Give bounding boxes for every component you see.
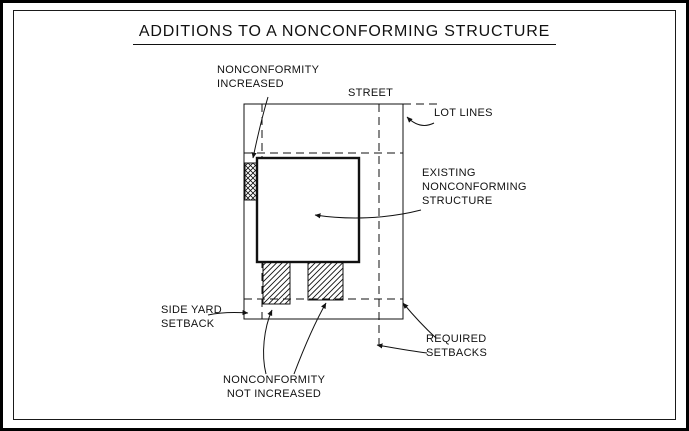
arrow-required-setbacks-lower bbox=[376, 343, 428, 354]
label-lot-lines: LOT LINES bbox=[434, 107, 493, 119]
existing-structure-shape bbox=[255, 156, 361, 264]
addition-increased-shape bbox=[244, 162, 258, 201]
arrow-existing-structure bbox=[314, 209, 422, 219]
arrow-required-setbacks-upper bbox=[402, 302, 437, 339]
addition-not-increased-left-shape bbox=[262, 261, 291, 305]
label-nonconformity-increased: NONCONFORMITY INCREASED bbox=[217, 64, 320, 90]
addition-not-increased-right-shape bbox=[307, 261, 344, 301]
label-existing-structure: EXISTING NONCONFORMING STRUCTURE bbox=[422, 167, 527, 207]
label-street: STREET bbox=[348, 87, 394, 99]
diagram-title: ADDITIONS TO A NONCONFORMING STRUCTURE bbox=[132, 23, 557, 45]
label-nonconformity-not-increased: NONCONFORMITY NOT INCREASED bbox=[223, 374, 326, 400]
arrow-not-increased-right bbox=[293, 302, 327, 375]
arrow-side-yard-setback bbox=[207, 310, 249, 316]
inner-border bbox=[13, 10, 676, 420]
zoning-diagram bbox=[207, 96, 437, 375]
label-side-yard-setback: SIDE YARD SETBACK bbox=[161, 304, 222, 330]
arrow-not-increased-left bbox=[263, 309, 273, 375]
arrow-nonconformity-increased bbox=[251, 96, 269, 159]
label-required-setbacks: REQUIRED SETBACKS bbox=[426, 333, 488, 359]
arrow-lot-lines bbox=[406, 116, 435, 126]
title-container: ADDITIONS TO A NONCONFORMING STRUCTURE bbox=[3, 23, 686, 45]
